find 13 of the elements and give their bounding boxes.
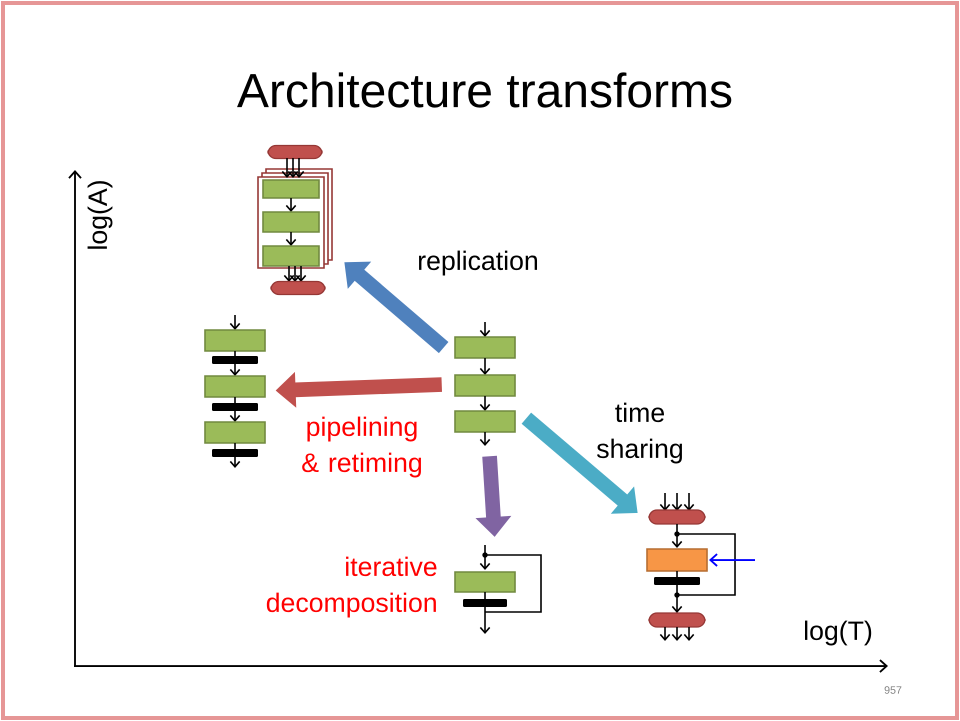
circuit-drawing: [454, 545, 542, 634]
edge-label: replication: [419, 250, 538, 276]
circuit-drawing: [257, 144, 333, 296]
axis-label: log(A): [88, 181, 112, 249]
edge-label: pipelining & retiming: [302, 416, 422, 478]
axis-label: log(T): [805, 620, 872, 646]
circuit-drawing: [204, 315, 266, 468]
edge-label: time sharing: [597, 402, 682, 464]
circuit-drawing: [646, 493, 755, 641]
edge-label: iterative decomposition: [266, 556, 436, 618]
page-number: 957: [884, 686, 902, 694]
title: Architecture transforms: [237, 72, 732, 108]
circuit-drawing: [454, 322, 516, 446]
